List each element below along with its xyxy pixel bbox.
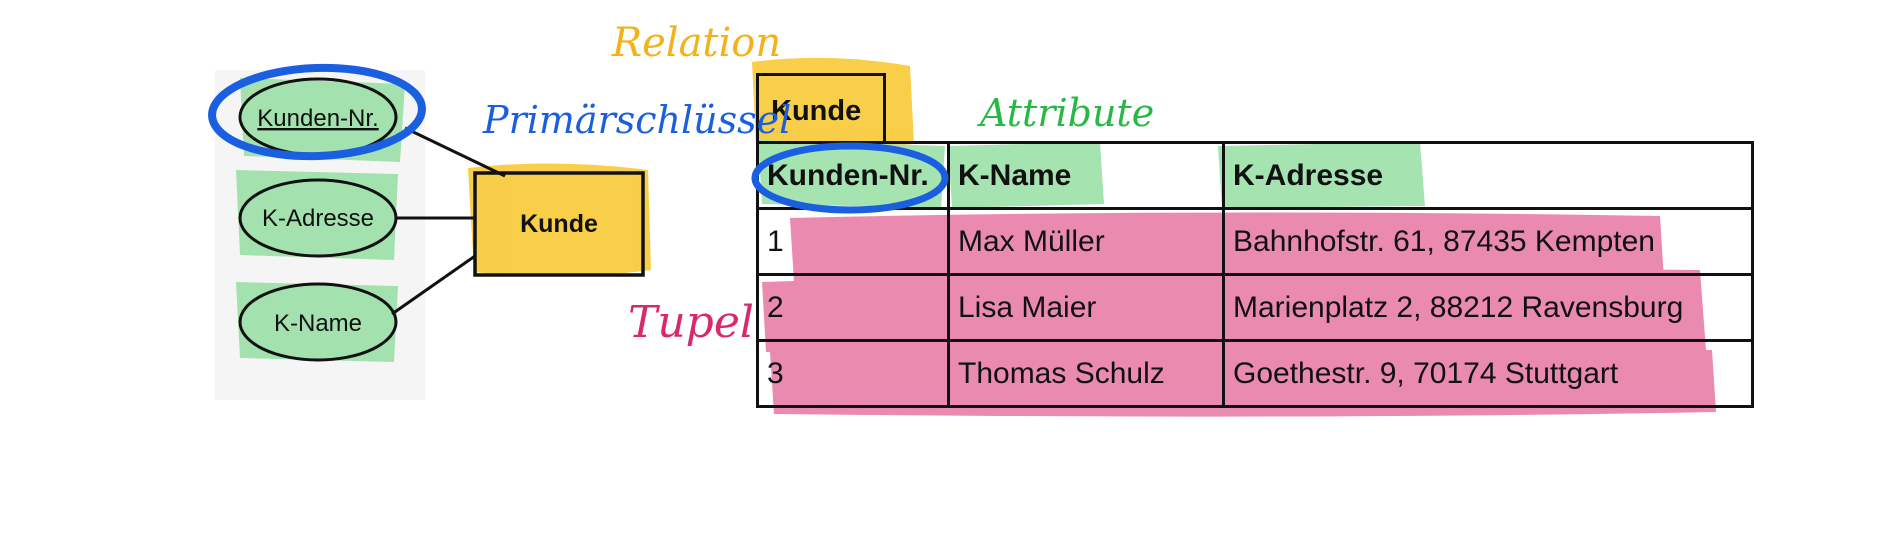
table-header-row: Kunden-Nr. K-Name K-Adresse — [756, 141, 1754, 210]
primary-key-circle-table — [751, 142, 949, 214]
er-attribute-kunden-nr-label: Kunden-Nr. — [257, 105, 378, 132]
er-connector-kunden-nr — [404, 126, 506, 178]
cell-k-adresse: Bahnhofstr. 61, 87435 Kempten — [1222, 207, 1754, 276]
cell-k-adresse: Marienplatz 2, 88212 Ravensburg — [1222, 273, 1754, 342]
annotation-relation: Relation — [611, 20, 781, 66]
er-attribute-k-adresse — [238, 178, 398, 258]
column-header-k-adresse: K-Adresse — [1222, 141, 1754, 210]
er-entity-box — [473, 171, 645, 277]
annotation-primary-key: Primärschlüssel — [482, 98, 791, 142]
annotation-attributes: Attribute — [977, 91, 1154, 135]
green-highlight-k-adresse — [236, 170, 398, 260]
yellow-highlight-relation-name — [752, 57, 914, 149]
cell-k-name: Lisa Maier — [947, 273, 1225, 342]
green-highlight-kunden-nr — [240, 78, 405, 162]
cell-kunden-nr: 1 — [756, 207, 950, 276]
relation-table: Kunden-Nr. K-Name K-Adresse 1 Max Müller… — [756, 141, 1754, 408]
er-entity-label: Kunde — [520, 210, 598, 238]
green-highlight-k-name — [236, 282, 398, 362]
annotation-tuple: Tupel — [628, 297, 754, 348]
cell-kunden-nr: 2 — [756, 273, 950, 342]
table-row: 2 Lisa Maier Marienplatz 2, 88212 Ravens… — [756, 273, 1754, 342]
er-attribute-k-name — [238, 282, 398, 362]
cell-k-adresse: Goethestr. 9, 70174 Stuttgart — [1222, 339, 1754, 408]
cell-k-name: Thomas Schulz — [947, 339, 1225, 408]
relation-name: Kunde — [756, 73, 886, 142]
cell-k-name: Max Müller — [947, 207, 1225, 276]
column-header-k-name: K-Name — [947, 141, 1225, 210]
primary-key-circle-er — [208, 63, 426, 161]
er-connector-k-name — [391, 254, 476, 316]
yellow-highlight-entity — [468, 163, 651, 277]
table-row: 1 Max Müller Bahnhofstr. 61, 87435 Kempt… — [756, 207, 1754, 276]
cell-kunden-nr: 3 — [756, 339, 950, 408]
er-attribute-k-adresse-label: K-Adresse — [262, 205, 374, 232]
er-attribute-k-name-label: K-Name — [274, 310, 362, 337]
table-row: 3 Thomas Schulz Goethestr. 9, 70174 Stut… — [756, 339, 1754, 408]
